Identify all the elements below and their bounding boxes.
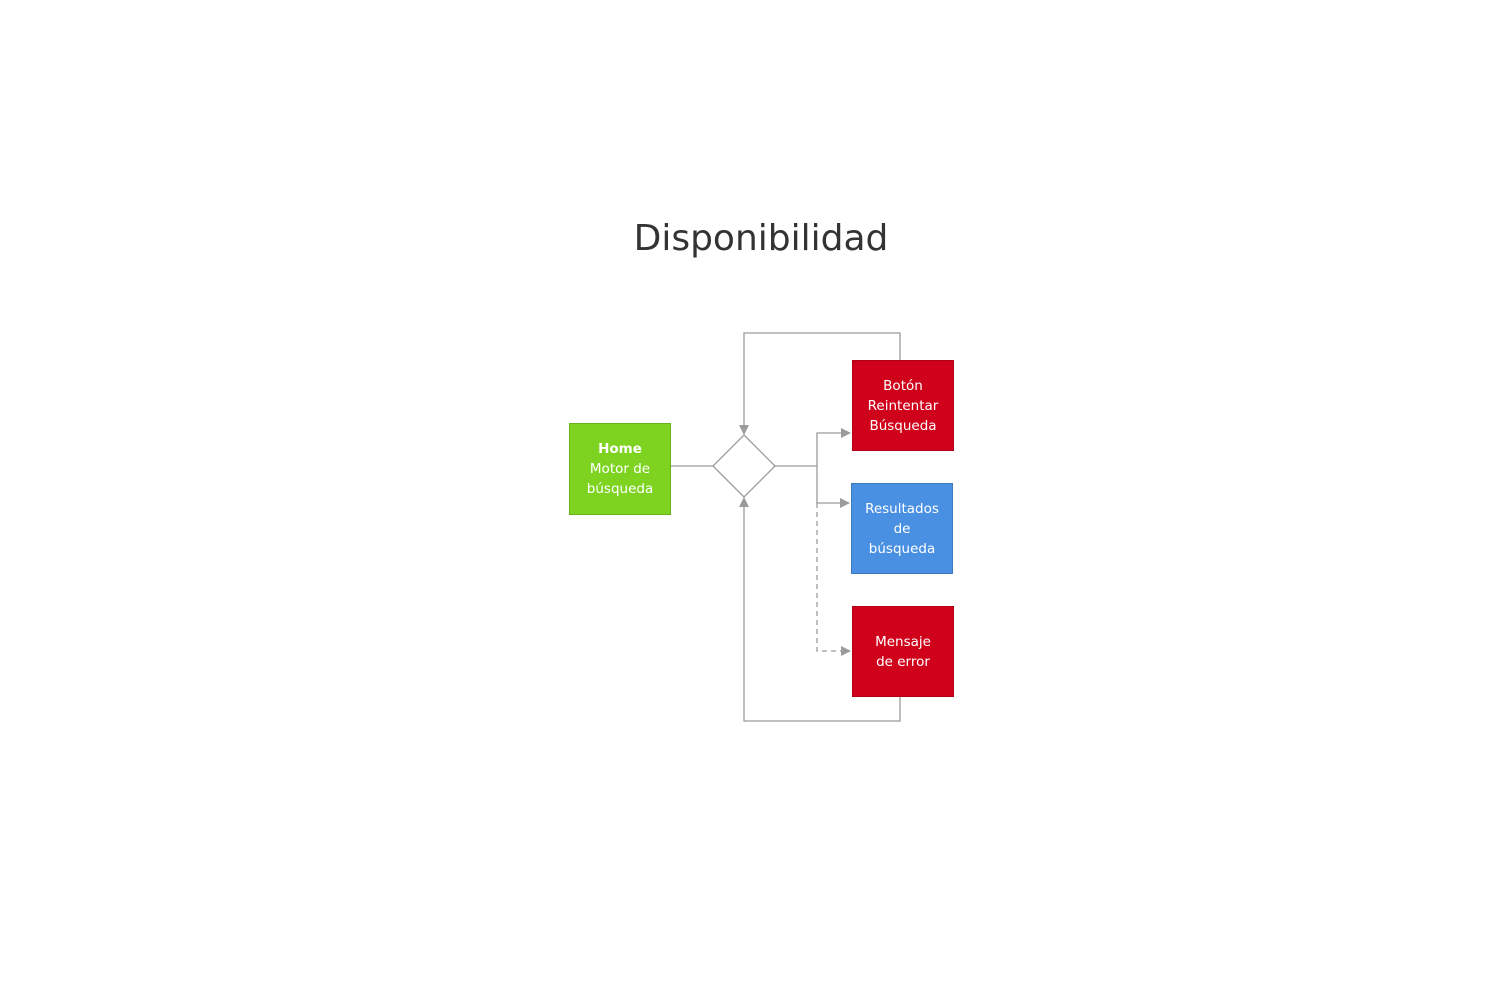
node-retry-line: Botón: [883, 377, 923, 394]
node-home[interactable]: Home Motor de búsqueda: [569, 423, 671, 515]
node-retry-line: Reintentar: [867, 397, 939, 414]
node-home-bold: Home: [598, 441, 642, 457]
edge-retry-loop: [739, 332, 901, 435]
node-error-line: Mensaje: [875, 633, 931, 650]
node-home-line: Motor de: [589, 461, 651, 477]
node-results-line: Resultados: [865, 500, 939, 517]
edge-to-error-dashed: [816, 503, 851, 656]
diagram-title: Disponibilidad: [633, 218, 889, 259]
node-results-line: búsqueda: [868, 540, 936, 557]
node-search-results[interactable]: Resultados de búsqueda: [851, 483, 953, 574]
node-retry-line: Búsqueda: [869, 417, 937, 434]
decision-diamond: [712, 434, 776, 498]
node-home-line: búsqueda: [586, 481, 654, 497]
edge-to-results: [816, 466, 850, 508]
edge-error-loop: [739, 497, 901, 722]
node-error-line: de error: [876, 653, 930, 670]
edge-to-retry: [816, 428, 851, 466]
node-results-line: de: [893, 520, 911, 537]
node-error-message[interactable]: Mensaje de error: [852, 606, 954, 697]
node-retry-button[interactable]: Botón Reintentar Búsqueda: [852, 360, 954, 451]
